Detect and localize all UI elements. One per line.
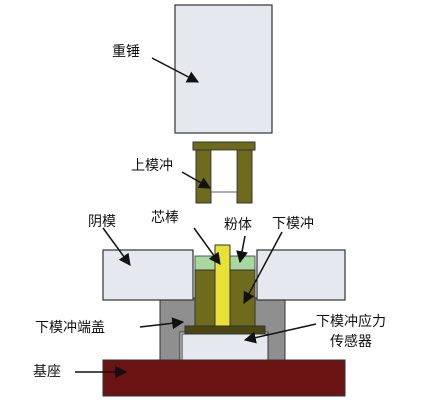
label-base: 基座 — [33, 363, 61, 380]
die-right — [256, 249, 346, 301]
label-upper-punch: 上模冲 — [131, 158, 173, 174]
cap-arrow — [139, 317, 185, 330]
hammer-arrow — [151, 57, 200, 83]
label-sensor-line1: 下模冲应力 — [316, 313, 386, 330]
hammer-block — [174, 4, 273, 134]
label-powder: 粉体 — [224, 217, 252, 233]
powder-left — [194, 255, 216, 271]
base-block — [102, 359, 346, 397]
core-rod-arrow — [193, 227, 221, 265]
label-lower-punch: 下模冲 — [272, 216, 314, 232]
powder-arrow — [236, 235, 248, 264]
powder-right — [229, 255, 256, 271]
upper-punch — [192, 141, 256, 204]
core-rod — [214, 244, 231, 327]
label-core-rod: 芯棒 — [151, 210, 179, 226]
lower-punch-arrow — [243, 231, 283, 305]
label-sensor-line2: 传感器 — [330, 333, 372, 350]
upper-punch-arrow — [181, 171, 212, 189]
die-left — [102, 249, 194, 301]
die-arrow — [102, 227, 131, 266]
label-lower-punch-cap: 下模冲端盖 — [35, 320, 105, 336]
label-hammer: 重锤 — [112, 44, 140, 60]
sensor-arrow — [243, 323, 317, 344]
lower-punch — [184, 269, 266, 335]
label-die: 阴模 — [88, 214, 116, 230]
